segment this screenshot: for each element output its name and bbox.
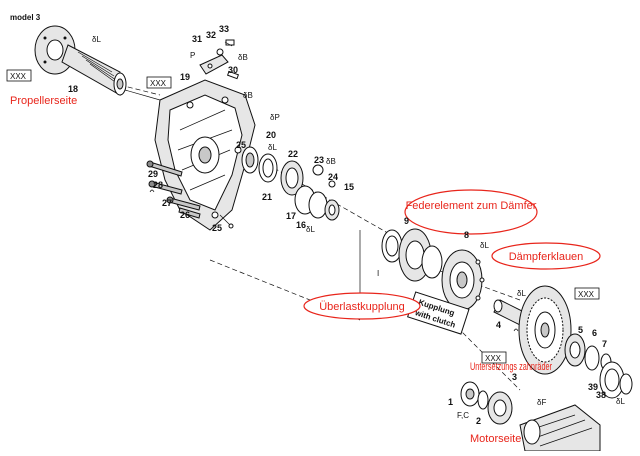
part-number-9: 9 <box>404 216 409 226</box>
part-number-30: 30 <box>228 65 238 75</box>
part-number-2: 2 <box>476 416 481 426</box>
symbol-I: I <box>377 269 379 278</box>
part-number-18: 18 <box>68 84 78 94</box>
label-model: model 3 <box>10 13 41 22</box>
part-number-27: 27 <box>162 198 172 208</box>
callouts: Federelement zum Dämfer Dämpferklauen Üb… <box>303 189 601 320</box>
part-number-25b: 25 <box>212 223 222 233</box>
part-number-29: 29 <box>148 169 158 179</box>
part-number-21: 21 <box>262 192 272 202</box>
large-reduction-gear <box>518 285 572 375</box>
label-propeller-side: Propellerseite <box>10 95 77 107</box>
part-number-22: 22 <box>288 149 298 159</box>
callout-overload-clutch: Überlastkupplung <box>319 301 405 313</box>
part-number-19: 19 <box>180 72 190 82</box>
callout-spring-element-line: Federelement zum Dämfer <box>406 200 537 212</box>
part-number-26: 26 <box>180 210 190 220</box>
end-bearing <box>599 361 633 399</box>
symbol-L-5: δL <box>517 289 526 298</box>
symbol-L-1: δL <box>92 35 101 44</box>
part-number-33: 33 <box>219 24 229 34</box>
part-number-8: 8 <box>464 230 469 240</box>
symbol-B-2: δB <box>243 91 253 100</box>
part-number-23: 23 <box>314 155 324 165</box>
part-number-16: 16 <box>296 220 306 230</box>
housing-bolts <box>146 160 234 229</box>
part-number-39: 39 <box>588 382 598 392</box>
part-number-38: 38 <box>596 390 606 400</box>
lubrication-symbols: δL δB δB δP P δL δB δL δL δL δL δF I F,C <box>92 35 625 420</box>
part-number-1: 1 <box>448 397 453 407</box>
part-numbers: 1 2 3 4 5 6 7 8 9 15 16 17 18 19 20 21 2… <box>68 24 607 426</box>
xxx-box-2: XXX <box>150 79 167 88</box>
bearings-and-seals <box>241 146 340 221</box>
part-number-7: 7 <box>602 339 607 349</box>
part-number-25a: 25 <box>236 140 246 150</box>
label-motor-side: Motorseite <box>470 433 521 445</box>
symbol-L-6: δL <box>616 397 625 406</box>
bracket-assembly <box>199 39 240 80</box>
xxx-boxes: XXX XXX XXX XXX <box>6 69 600 364</box>
symbol-F-1: δF <box>537 398 546 407</box>
symbol-B-3: δB <box>326 157 336 166</box>
symbol-L-2: δL <box>268 143 277 152</box>
motor-side-parts <box>460 381 513 425</box>
callout-damper-claws: Dämpferklauen <box>509 251 584 263</box>
propeller-shaft <box>34 25 127 96</box>
symbol-L-4: δL <box>480 241 489 250</box>
part-number-3: 3 <box>512 372 517 382</box>
motor-housing <box>519 404 601 452</box>
part-number-32: 32 <box>206 30 216 40</box>
damper-assembly <box>381 228 485 311</box>
part-number-5: 5 <box>578 325 583 335</box>
part-number-15: 15 <box>344 182 354 192</box>
part-number-31: 31 <box>192 34 202 44</box>
symbol-FC: F,C <box>457 411 469 420</box>
part-number-28: 28 <box>153 180 163 190</box>
part-number-6: 6 <box>592 328 597 338</box>
part-number-24: 24 <box>328 172 338 182</box>
xxx-box-4: XXX <box>485 354 502 363</box>
xxx-box-3: XXX <box>578 290 595 299</box>
part-number-17: 17 <box>286 211 296 221</box>
symbol-P-1: δP <box>270 113 280 122</box>
part-number-4: 4 <box>496 320 501 330</box>
label-reduction-gears-line: Untersetzungs zahnräder <box>470 361 552 373</box>
xxx-box-1: XXX <box>10 72 27 81</box>
symbol-P-plain: P <box>190 51 195 60</box>
part-number-20: 20 <box>266 130 276 140</box>
symbol-B-1: δB <box>238 53 248 62</box>
symbol-L-3: δL <box>306 225 315 234</box>
